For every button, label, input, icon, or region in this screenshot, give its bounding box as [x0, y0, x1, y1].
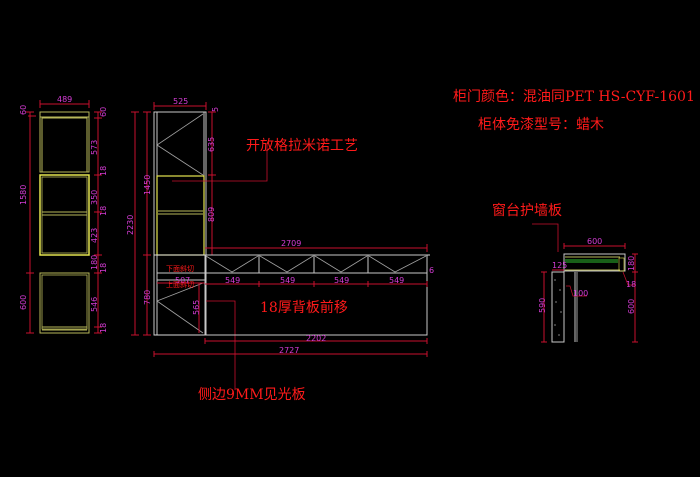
dim-mid-635: 635 — [207, 137, 216, 152]
dim-window-18: 18 — [626, 280, 636, 289]
dim-section-1: 549 — [225, 276, 240, 285]
dim-right-18b: 18 — [99, 206, 108, 216]
window-panel-note: 窗台护墙板 — [492, 203, 562, 219]
left-cabinet: 489 60 1580 600 60 573 18 350 18 423 180… — [19, 95, 108, 334]
dim-mid-809: 809 — [207, 207, 216, 222]
dim-right-423: 423 — [90, 228, 99, 243]
dim-section-3: 549 — [334, 276, 349, 285]
dim-right-18d: 18 — [99, 323, 108, 333]
dim-left-600: 600 — [19, 295, 28, 310]
dim-mid-top-offset: 5 — [211, 107, 220, 112]
side-panel-note: 侧边9MM见光板 — [198, 387, 306, 403]
left-cabinet-bottom-section — [39, 272, 90, 334]
open-shelf-frame — [156, 175, 205, 256]
lower-bevel-note: 下面斜切 — [166, 265, 194, 273]
cabinet-model-note: 柜体免漆型号：蜡木 — [478, 117, 604, 133]
dim-right-60: 60 — [99, 107, 108, 117]
middle-cabinet: 525 5 2230 1450 780 635 809 507 565 — [126, 97, 430, 390]
dim-window-180: 180 — [627, 256, 636, 271]
dim-mid-width: 525 — [173, 97, 188, 106]
back-panel-note: 18厚背板前移 — [260, 300, 348, 316]
dim-right-18a: 18 — [99, 166, 108, 176]
dim-right-350: 350 — [90, 190, 99, 205]
left-cabinet-middle-section — [39, 174, 90, 256]
dim-bench-total: 2727 — [279, 346, 299, 355]
dim-mid-1450: 1450 — [143, 175, 152, 195]
dim-bench-top: 2709 — [281, 239, 301, 248]
open-grid-note: 开放格拉米诺工艺 — [246, 138, 358, 154]
dim-window-600: 600 — [627, 299, 636, 314]
door-color-note: 柜门颜色：混油同PET HS-CYF-1601 — [453, 89, 695, 105]
window-sill-detail: 600 125 180 18 600 100 590 — [532, 223, 638, 343]
dim-drawer-height: 565 — [192, 300, 201, 315]
dim-right-18c: 18 — [99, 263, 108, 273]
dim-mid-780: 780 — [143, 290, 152, 305]
dim-drawer-width: 507 — [175, 276, 190, 285]
dim-window-590: 590 — [538, 298, 547, 313]
dim-left-1580: 1580 — [19, 185, 28, 205]
dim-right-573: 573 — [90, 140, 99, 155]
wall-section — [551, 271, 565, 343]
dim-section-4: 549 — [389, 276, 404, 285]
dim-right-180: 180 — [90, 255, 99, 270]
dim-bench-inner: 2202 — [306, 334, 326, 343]
left-cabinet-top-section — [39, 111, 90, 173]
dim-window-125: 125 — [552, 261, 567, 270]
dim-window-width: 600 — [587, 237, 602, 246]
dim-section-2: 549 — [280, 276, 295, 285]
dim-left-top: 60 — [19, 105, 28, 115]
bench: 2709 6 549 549 549 549 2202 2727 — [153, 239, 434, 357]
upper-bevel-note: 上面斜切 — [166, 281, 194, 289]
dim-mid-2230: 2230 — [126, 215, 135, 235]
dim-window-100: 100 — [573, 289, 588, 298]
dim-left-width: 489 — [57, 95, 72, 104]
dim-right-546: 546 — [90, 297, 99, 312]
dim-bench-offset: 6 — [429, 266, 434, 275]
